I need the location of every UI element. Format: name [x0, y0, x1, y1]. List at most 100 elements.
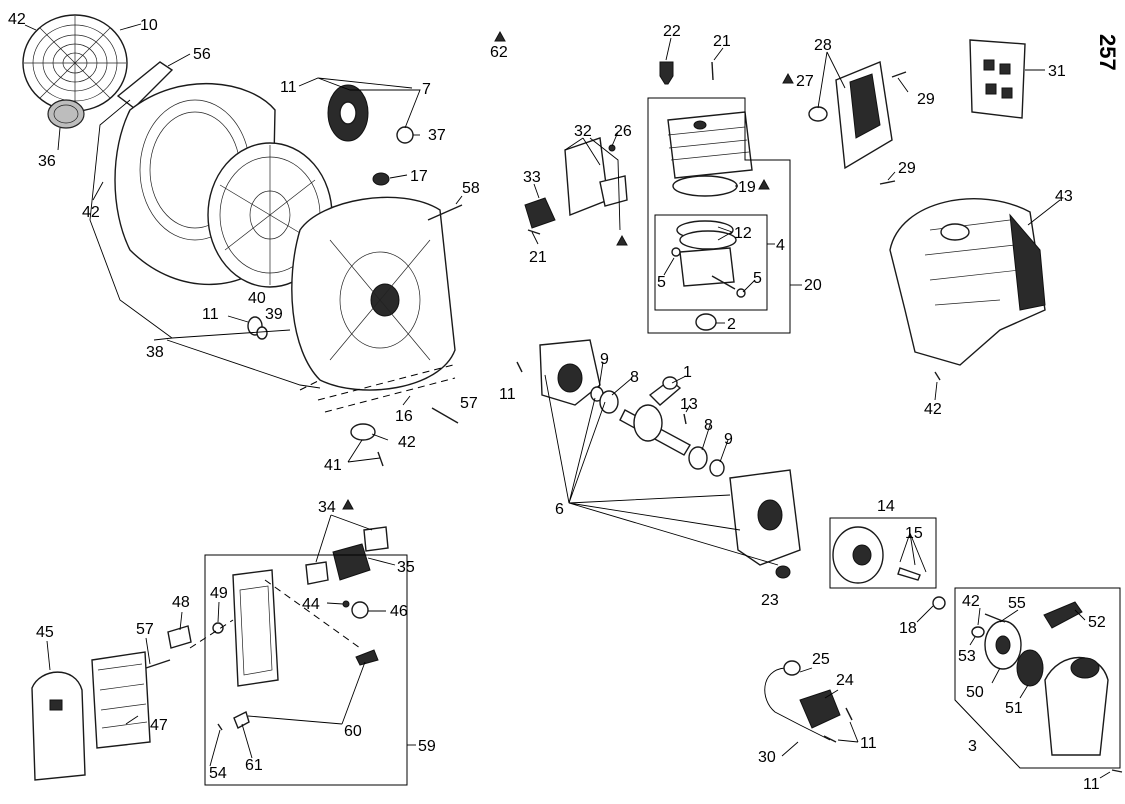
callout-2: 2 — [727, 316, 736, 333]
callout-56: 56 — [193, 46, 211, 63]
screw-part-11d — [1111, 769, 1123, 773]
callout-8: 8 — [704, 417, 713, 434]
callout-36: 36 — [38, 153, 56, 170]
ignition-group — [764, 660, 859, 757]
spacer-part-49 — [212, 622, 224, 634]
callout-53: 53 — [958, 648, 976, 665]
crankcase-group — [516, 339, 801, 579]
piston — [679, 247, 735, 287]
net-part-36 — [47, 99, 85, 129]
kit-frame-part-59 — [204, 554, 408, 786]
bearing-part-2 — [695, 313, 717, 331]
clamp-part-46 — [351, 601, 369, 619]
callout-32: 32 — [574, 123, 592, 140]
callout-20: 20 — [804, 277, 822, 294]
callout-49: 49 — [210, 585, 228, 602]
kit-frame-part-20 — [647, 97, 791, 334]
callout-11: 11 — [499, 386, 516, 403]
kit-frame-part-4 — [654, 214, 768, 311]
seal-part-9b — [709, 459, 725, 477]
callout-11: 11 — [860, 735, 877, 752]
callout-21: 21 — [713, 33, 731, 50]
callout-47: 47 — [150, 717, 168, 734]
callout-55: 55 — [1008, 595, 1026, 612]
bearing-part-8a — [599, 390, 619, 414]
callout-51: 51 — [1005, 700, 1023, 717]
page-number: 257 — [1095, 34, 1120, 71]
circlip-part-5b — [736, 288, 746, 298]
bolt-part-29a — [891, 71, 907, 78]
callout-44: 44 — [302, 596, 320, 613]
triangle-marker-19 — [758, 178, 770, 190]
kit-frame-part-3 — [954, 587, 1121, 769]
callout-42: 42 — [924, 401, 942, 418]
callout-29: 29 — [898, 160, 916, 177]
bushing-part-39 — [256, 326, 268, 340]
blower-housing-group — [22, 14, 463, 467]
callout-62: 62 — [490, 44, 508, 61]
link-part-61 — [233, 711, 250, 729]
kit-frame-part-14 — [829, 517, 937, 589]
impeller-part-7 — [327, 84, 369, 142]
callout-46: 46 — [390, 603, 408, 620]
handle-part-52 — [1043, 601, 1083, 629]
callout-9: 9 — [724, 431, 733, 448]
callout-31: 31 — [1048, 63, 1066, 80]
grommet-part-17 — [372, 172, 390, 186]
callout-12: 12 — [734, 225, 752, 242]
screw-part-53 — [971, 626, 985, 638]
callout-45: 45 — [36, 624, 54, 641]
callout-9: 9 — [600, 351, 609, 368]
callout-58: 58 — [462, 180, 480, 197]
filter-element-part-47 — [91, 651, 151, 749]
spring-part-51 — [1016, 649, 1044, 687]
muffler-part-28 — [835, 61, 893, 170]
screw-part-11e-2 — [823, 735, 837, 743]
clamp-part-41 — [350, 423, 384, 467]
crankshaft-part-1 — [619, 376, 691, 456]
callout-18: 18 — [899, 620, 917, 637]
lever-part-60 — [355, 649, 379, 666]
callout-39: 39 — [265, 306, 283, 323]
callout-7: 7 — [422, 81, 431, 98]
callout-42: 42 — [82, 204, 100, 221]
gasket-part-27 — [808, 106, 828, 122]
callout-48: 48 — [172, 594, 190, 611]
callout-33: 33 — [523, 169, 541, 186]
pawl-part-15 — [897, 567, 921, 581]
callout-28: 28 — [814, 37, 832, 54]
cylinder-part-4 — [667, 111, 753, 179]
callout-52: 52 — [1088, 614, 1106, 631]
callout-17: 17 — [410, 168, 428, 185]
callout-41: 41 — [324, 457, 342, 474]
filter-cover-part-45 — [31, 671, 86, 781]
tube-part-56 — [116, 61, 174, 109]
screw-part-42d — [934, 371, 941, 381]
crankcase-half-b — [729, 469, 801, 566]
triangle-marker-27 — [782, 72, 794, 84]
bolt-part-21 — [711, 61, 714, 81]
callout-60: 60 — [344, 723, 362, 740]
flywheel-group — [829, 517, 946, 623]
callout-14: 14 — [877, 498, 895, 515]
triangle-marker-32 — [616, 234, 628, 246]
callout-37: 37 — [428, 127, 446, 144]
callout-labels: 42 10 56 11 7 37 36 42 17 58 40 11 39 38… — [8, 11, 1106, 793]
callout-30: 30 — [758, 749, 776, 766]
gasket-part-19 — [672, 175, 738, 197]
intake-guard-part-10 — [22, 14, 128, 112]
nut-part-37 — [396, 126, 414, 144]
callout-13: 13 — [680, 396, 698, 413]
coil-part-24 — [799, 689, 841, 729]
callout-25: 25 — [812, 651, 830, 668]
key-part-13 — [683, 413, 687, 425]
carburetor-part-35 — [332, 543, 371, 581]
nut-part-18 — [932, 596, 946, 610]
callout-24: 24 — [836, 672, 854, 689]
callout-23: 23 — [761, 592, 779, 609]
piston-pin — [711, 275, 736, 290]
callout-27: 27 — [796, 73, 814, 90]
carburetor-group — [31, 514, 416, 786]
inner-housing — [291, 196, 456, 391]
